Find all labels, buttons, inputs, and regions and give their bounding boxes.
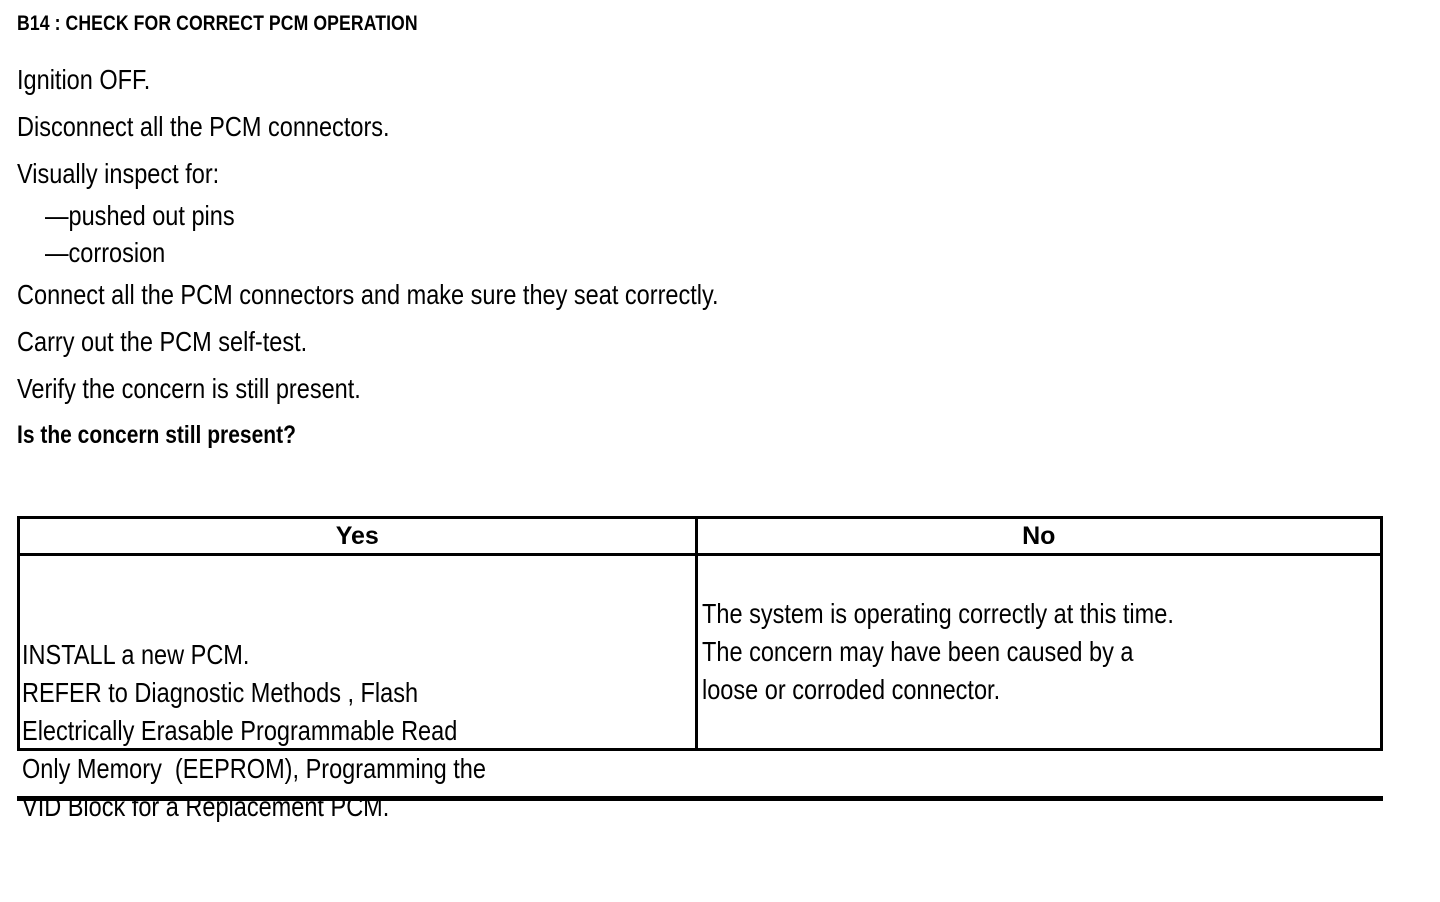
decision-table-header-row: Yes No bbox=[20, 519, 1380, 556]
page-title: B14 : CHECK FOR CORRECT PCM OPERATION bbox=[17, 11, 494, 37]
procedure-step: Disconnect all the PCM connectors. bbox=[17, 103, 1417, 150]
procedure-step-text: Visually inspect for: bbox=[17, 158, 220, 189]
inspection-bullet-text: —pushed out pins bbox=[45, 200, 235, 231]
decision-question: Is the concern still present? bbox=[17, 412, 1417, 459]
no-column-label: No bbox=[1022, 521, 1056, 550]
inspection-bullet-item: —pushed out pins bbox=[17, 197, 1417, 234]
procedure-step: Ignition OFF. bbox=[17, 56, 1417, 103]
step-title-text: B14 : CHECK FOR CORRECT PCM OPERATION bbox=[17, 12, 418, 35]
procedure-step: Carry out the PCM self-test. bbox=[17, 318, 1417, 365]
decision-table-cell-yes: INSTALL a new PCM. REFER to Diagnostic M… bbox=[20, 556, 698, 822]
yes-column-label: Yes bbox=[335, 521, 379, 550]
decision-table: Yes No INSTALL a new PCM. REFER to Diagn… bbox=[17, 516, 1383, 822]
procedure-step: Visually inspect for: bbox=[17, 150, 1417, 197]
inspection-bullet-text: —corrosion bbox=[45, 237, 166, 268]
decision-table-header-no: No bbox=[698, 519, 1380, 553]
procedure-step-text: Carry out the PCM self-test. bbox=[17, 326, 308, 357]
no-action-text-wrapper: The system is operating correctly at thi… bbox=[702, 519, 1264, 785]
yes-action-text-wrapper: INSTALL a new PCM. REFER to Diagnostic M… bbox=[22, 560, 574, 902]
procedure-step-text: Disconnect all the PCM connectors. bbox=[17, 111, 390, 142]
decision-table-cell-no: The system is operating correctly at thi… bbox=[698, 556, 1380, 748]
procedure-step-text: Connect all the PCM connectors and make … bbox=[17, 279, 719, 310]
inspection-bullet-item: —corrosion bbox=[17, 234, 1417, 271]
no-action-text: The system is operating correctly at thi… bbox=[701, 598, 1174, 705]
procedure-step-text: Verify the concern is still present. bbox=[17, 373, 361, 404]
procedure-step: Connect all the PCM connectors and make … bbox=[17, 271, 1417, 318]
procedure-step: Verify the concern is still present. bbox=[17, 365, 1417, 412]
diagnostic-step-page: B14 : CHECK FOR CORRECT PCM OPERATION Ig… bbox=[17, 11, 1417, 822]
decision-table-body-row: INSTALL a new PCM. REFER to Diagnostic M… bbox=[20, 556, 1380, 822]
decision-question-text: Is the concern still present? bbox=[17, 421, 296, 449]
footer-divider-rule bbox=[17, 796, 1383, 801]
procedure-steps-list: Ignition OFF. Disconnect all the PCM con… bbox=[17, 56, 1417, 459]
decision-table-header-yes: Yes bbox=[20, 519, 698, 553]
procedure-step-text: Ignition OFF. bbox=[17, 64, 151, 95]
